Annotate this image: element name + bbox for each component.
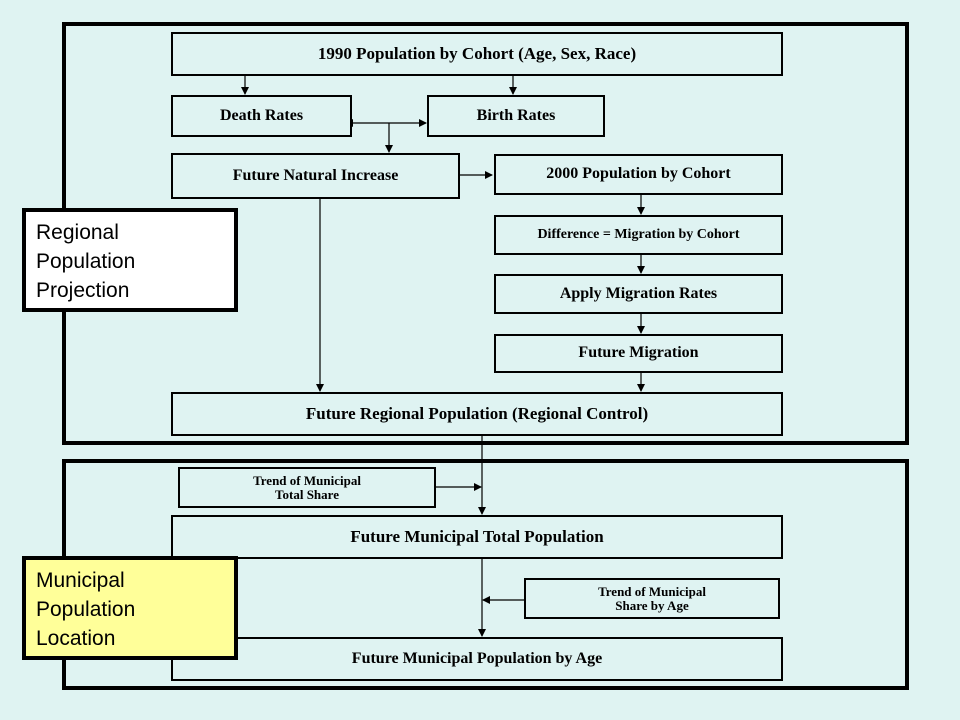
box-trend-municipal-total-share: Trend of Municipal Total Share xyxy=(178,467,436,508)
box-future-migration: Future Migration xyxy=(494,334,783,373)
regional-label-line-2: Population xyxy=(36,250,136,273)
regional-label-line-1: Regional xyxy=(36,221,119,244)
box-future-municipal-total-population: Future Municipal Total Population xyxy=(171,515,783,559)
trend-age-line-1: Trend of Municipal xyxy=(598,583,706,599)
label-regional-population-projection: Regional Population Projection xyxy=(22,208,238,312)
municipal-label-line-3: Location xyxy=(36,627,116,650)
box-difference-migration-by-cohort: Difference = Migration by Cohort xyxy=(494,215,783,255)
regional-label-line-3: Projection xyxy=(36,279,130,302)
label-municipal-population-location: Municipal Population Location xyxy=(22,556,238,660)
municipal-label-line-1: Municipal xyxy=(36,569,125,592)
box-2000-population-by-cohort: 2000 Population by Cohort xyxy=(494,154,783,195)
box-trend-municipal-share-by-age: Trend of Municipal Share by Age xyxy=(524,578,780,619)
box-1990-population-by-cohort: 1990 Population by Cohort (Age, Sex, Rac… xyxy=(171,32,783,76)
box-future-natural-increase: Future Natural Increase xyxy=(171,153,460,199)
box-birth-rates: Birth Rates xyxy=(427,95,605,137)
box-death-rates: Death Rates xyxy=(171,95,352,137)
trend-total-line-2: Total Share xyxy=(275,486,339,502)
trend-total-line-1: Trend of Municipal xyxy=(253,472,361,488)
trend-age-line-2: Share by Age xyxy=(615,597,689,613)
box-future-municipal-population-by-age: Future Municipal Population by Age xyxy=(171,637,783,681)
box-apply-migration-rates: Apply Migration Rates xyxy=(494,274,783,314)
municipal-label-line-2: Population xyxy=(36,598,136,621)
box-future-regional-population: Future Regional Population (Regional Con… xyxy=(171,392,783,436)
